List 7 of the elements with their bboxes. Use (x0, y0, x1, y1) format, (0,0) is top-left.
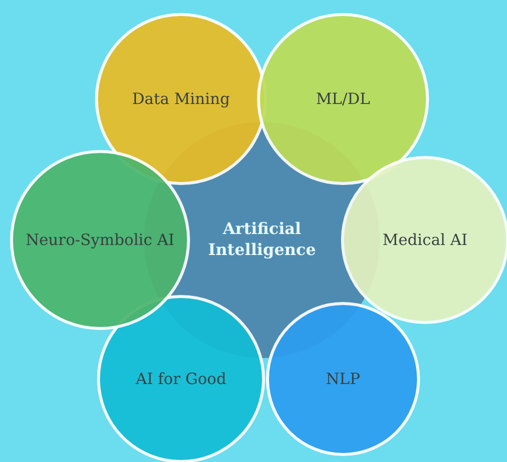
circle-label: NLP (326, 368, 360, 390)
circle-label: AI for Good (136, 368, 226, 390)
circle-label: Neuro-Symbolic AI (26, 230, 174, 250)
circle-label: Artificial Intelligence (207, 219, 317, 261)
circle-label: Medical AI (382, 230, 468, 250)
circle-label: ML/DL (316, 88, 370, 110)
circle-label: Data Mining (132, 88, 230, 110)
